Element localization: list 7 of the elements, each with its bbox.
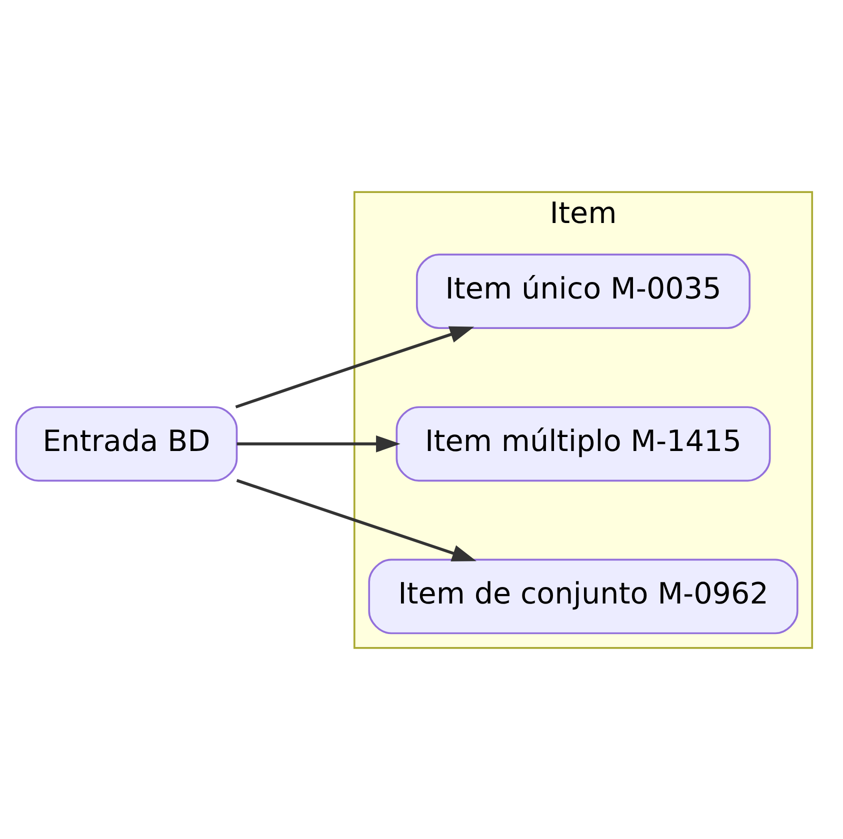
node-box: Item múltiplo M-1415 xyxy=(396,406,771,482)
arrow xyxy=(235,326,474,408)
arrow xyxy=(236,478,476,561)
node-box: Item único M-0035 xyxy=(416,253,751,328)
node-box: Item de conjunto M-0962 xyxy=(368,558,798,634)
node-box: Entrada BD xyxy=(15,406,238,482)
arrow xyxy=(236,434,400,452)
